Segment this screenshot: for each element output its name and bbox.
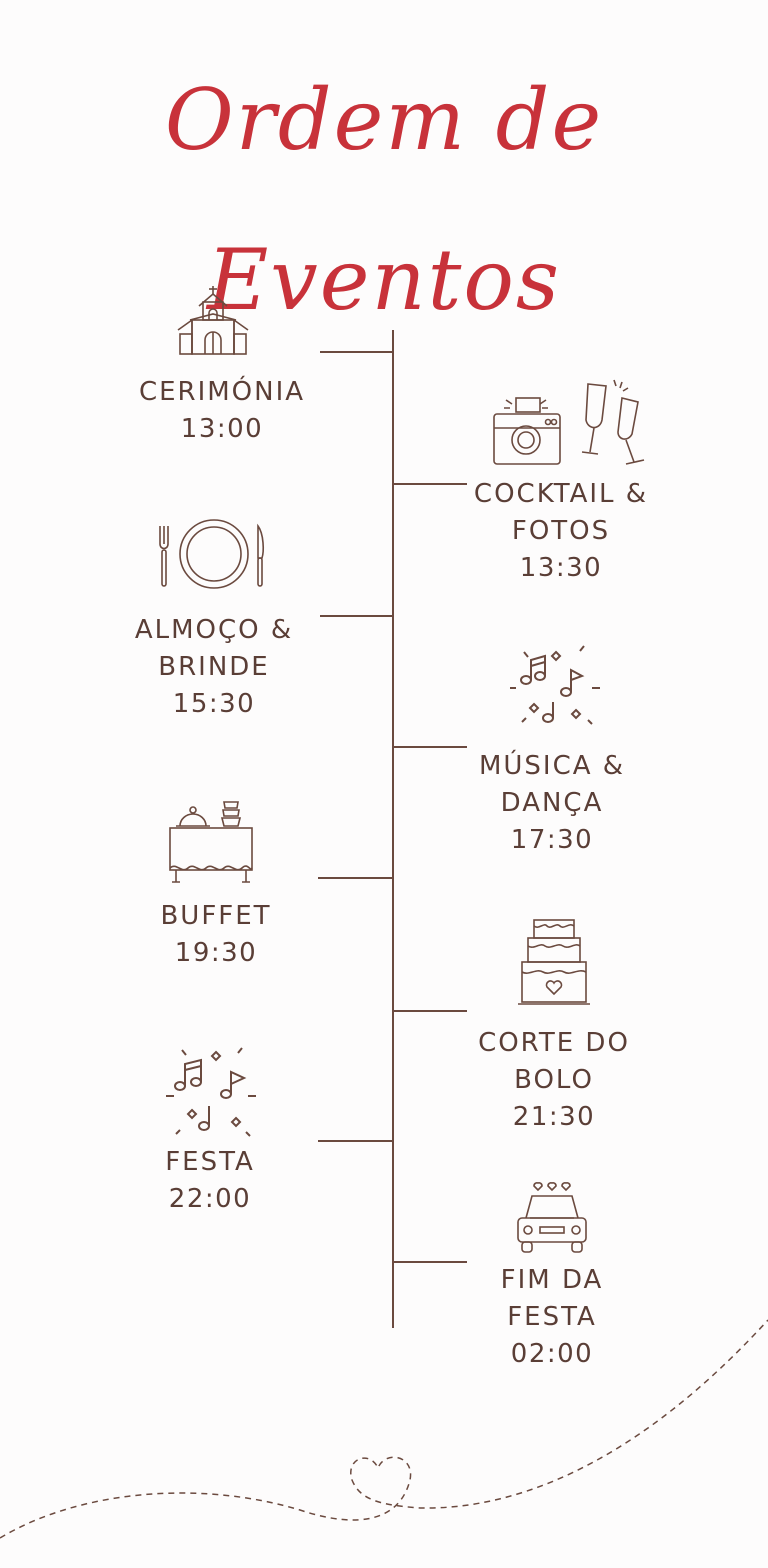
event-cerimonia: CERIMÓNIA 13:00 xyxy=(112,374,332,448)
buffet-table-icon xyxy=(166,798,256,886)
event-time: 22:00 xyxy=(168,1184,252,1214)
event-time: 19:30 xyxy=(174,938,258,968)
event-buffet: BUFFET 19:30 xyxy=(106,898,326,972)
event-name: CERIMÓNIA xyxy=(138,377,306,407)
event-time: 15:30 xyxy=(172,689,256,719)
event-musica-danca: MÚSICA & DANÇA 17:30 xyxy=(442,748,662,859)
event-cocktail-fotos: COCKTAIL & FOTOS 13:30 xyxy=(451,476,671,587)
plate-cutlery-icon xyxy=(156,518,268,590)
event-time: 02:00 xyxy=(510,1339,594,1369)
event-festa: FESTA 22:00 xyxy=(100,1144,320,1218)
event-name: COCKTAIL & FOTOS xyxy=(473,479,649,546)
event-name: ALMOÇO & BRINDE xyxy=(134,615,294,682)
event-name: BUFFET xyxy=(160,901,272,931)
event-almoco-brinde: ALMOÇO & BRINDE 15:30 xyxy=(104,612,324,723)
event-name: FESTA xyxy=(165,1147,255,1177)
wedding-cake-icon xyxy=(518,916,590,1008)
event-time: 13:30 xyxy=(519,553,603,583)
dashed-heart-path xyxy=(0,1319,768,1539)
wedding-car-icon xyxy=(512,1180,592,1260)
event-corte-do-bolo: CORTE DO BOLO 21:30 xyxy=(444,1025,664,1136)
music-notes-icon xyxy=(506,640,602,736)
camera-champagne-icon xyxy=(490,378,652,472)
page-title: Ordem de Eventos xyxy=(164,71,604,329)
event-name: CORTE DO BOLO xyxy=(478,1028,630,1095)
event-name: MÚSICA & DANÇA xyxy=(478,751,626,818)
event-time: 13:00 xyxy=(180,414,264,444)
event-time: 17:30 xyxy=(510,825,594,855)
event-time: 21:30 xyxy=(512,1102,596,1132)
church-icon xyxy=(176,284,250,356)
event-name: FIM DA FESTA xyxy=(500,1265,604,1332)
event-fim-da-festa: FIM DA FESTA 02:00 xyxy=(442,1262,662,1373)
music-notes-icon xyxy=(164,1044,260,1140)
